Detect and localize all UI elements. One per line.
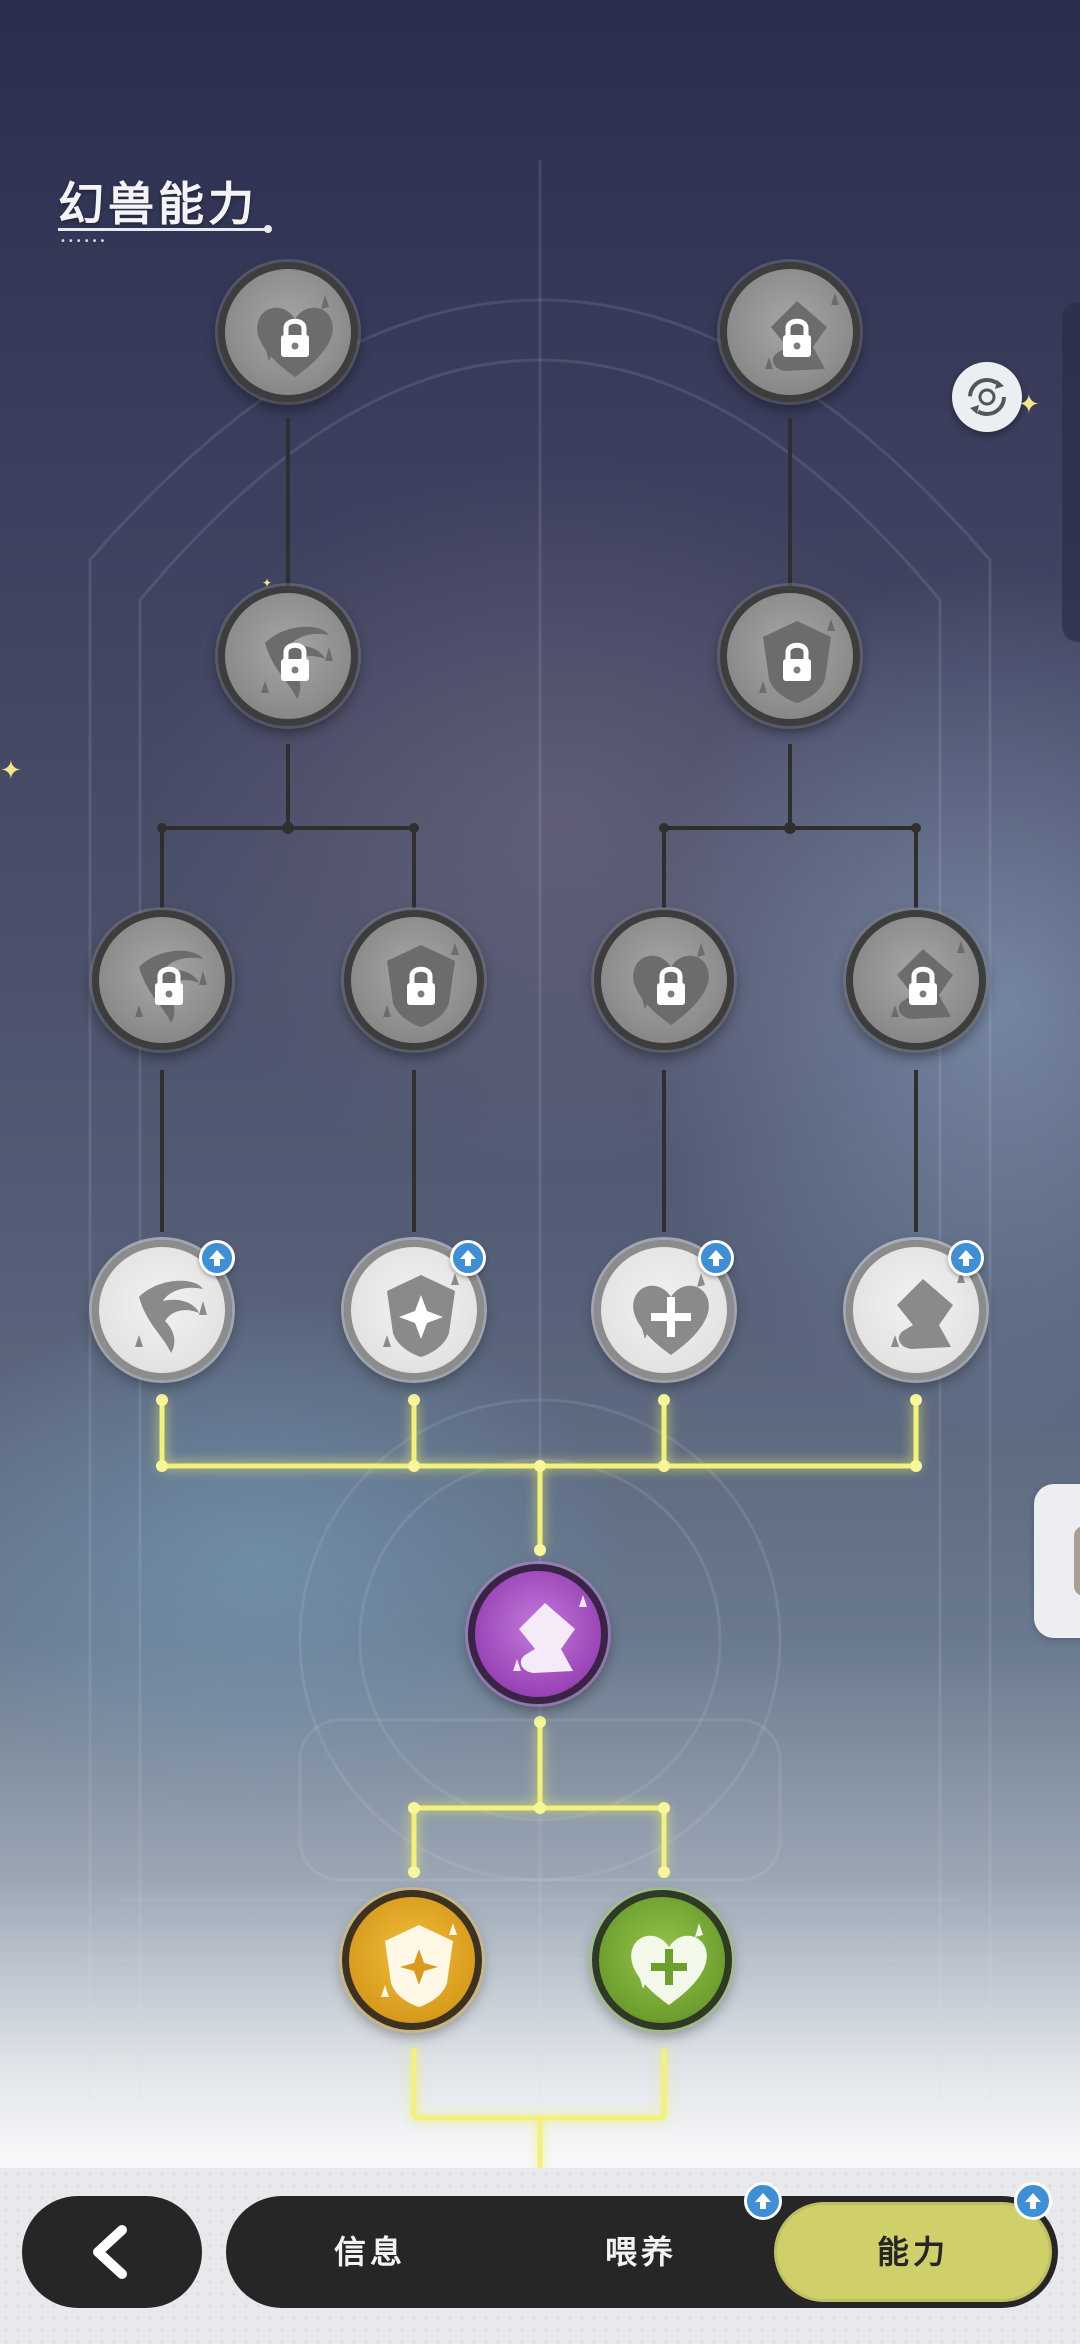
skill-node-claw-locked[interactable] <box>218 586 358 726</box>
skill-node-scroll-purple[interactable] <box>468 1564 608 1704</box>
skill-node-shield-gold[interactable] <box>342 1890 482 2030</box>
skill-node-heart-locked[interactable] <box>594 910 734 1050</box>
heart-heal-green-icon <box>599 1897 739 2037</box>
skill-node-scroll-locked[interactable] <box>846 910 986 1050</box>
page-title: 幻兽能力 <box>58 177 258 231</box>
side-panel-tab[interactable] <box>1062 302 1080 642</box>
upgrade-available-badge <box>199 1240 235 1276</box>
shield-lock-icon <box>727 593 867 733</box>
claw-lock-icon <box>225 593 365 733</box>
skill-node-scroll[interactable] <box>846 1240 986 1380</box>
upgrade-available-badge <box>698 1240 734 1276</box>
chevron-left-icon <box>93 2225 127 2279</box>
side-drawer-handle[interactable] <box>1034 1484 1080 1638</box>
tab-info[interactable]: 信息 <box>333 2233 406 2271</box>
tab-feed[interactable]: 喂养 <box>604 2233 677 2271</box>
heart-lock-icon <box>225 269 365 409</box>
ability-upgrade-badge <box>1014 2182 1052 2220</box>
title-dot <box>264 225 272 233</box>
shield-gold-icon <box>349 1897 489 2037</box>
claw-lock-icon <box>99 917 239 1057</box>
skill-node-claw[interactable] <box>92 1240 232 1380</box>
skill-node-shield-locked[interactable] <box>344 910 484 1050</box>
sparkle-icon: ✦ <box>262 576 273 590</box>
arrow-up-icon <box>753 2191 773 2211</box>
title-dots: •••••• <box>60 236 108 247</box>
scroll-lock-icon <box>853 917 993 1057</box>
arrow-up-icon <box>956 1248 976 1268</box>
arrow-up-icon <box>1023 2191 1043 2211</box>
skill-node-heart-green[interactable] <box>592 1890 732 2030</box>
shield-lock-icon <box>351 917 491 1057</box>
rotate-icon <box>968 378 1006 416</box>
rotate-view-button[interactable] <box>952 362 1022 432</box>
sparkle-icon: ✦ <box>0 756 22 786</box>
scroll-purple-icon <box>475 1571 615 1711</box>
heart-lock-icon <box>601 917 741 1057</box>
arrow-up-icon <box>207 1248 227 1268</box>
back-button[interactable] <box>22 2196 202 2308</box>
upgrade-available-badge <box>948 1240 984 1276</box>
feed-upgrade-badge <box>744 2182 782 2220</box>
sparkle-icon: ✦ <box>1018 390 1040 420</box>
skill-node-heart-locked[interactable] <box>218 262 358 402</box>
title-underline <box>58 228 266 231</box>
skill-node-scroll-locked[interactable] <box>720 262 860 402</box>
tab-ability[interactable]: 能力 <box>774 2202 1052 2302</box>
skill-node-claw-locked[interactable] <box>92 910 232 1050</box>
skill-node-shield-locked[interactable] <box>720 586 860 726</box>
upgrade-available-badge <box>450 1240 486 1276</box>
scroll-lock-icon <box>727 269 867 409</box>
drawer-knob <box>1074 1526 1080 1596</box>
skill-node-shield[interactable] <box>344 1240 484 1380</box>
arrow-up-icon <box>458 1248 478 1268</box>
arrow-up-icon <box>706 1248 726 1268</box>
